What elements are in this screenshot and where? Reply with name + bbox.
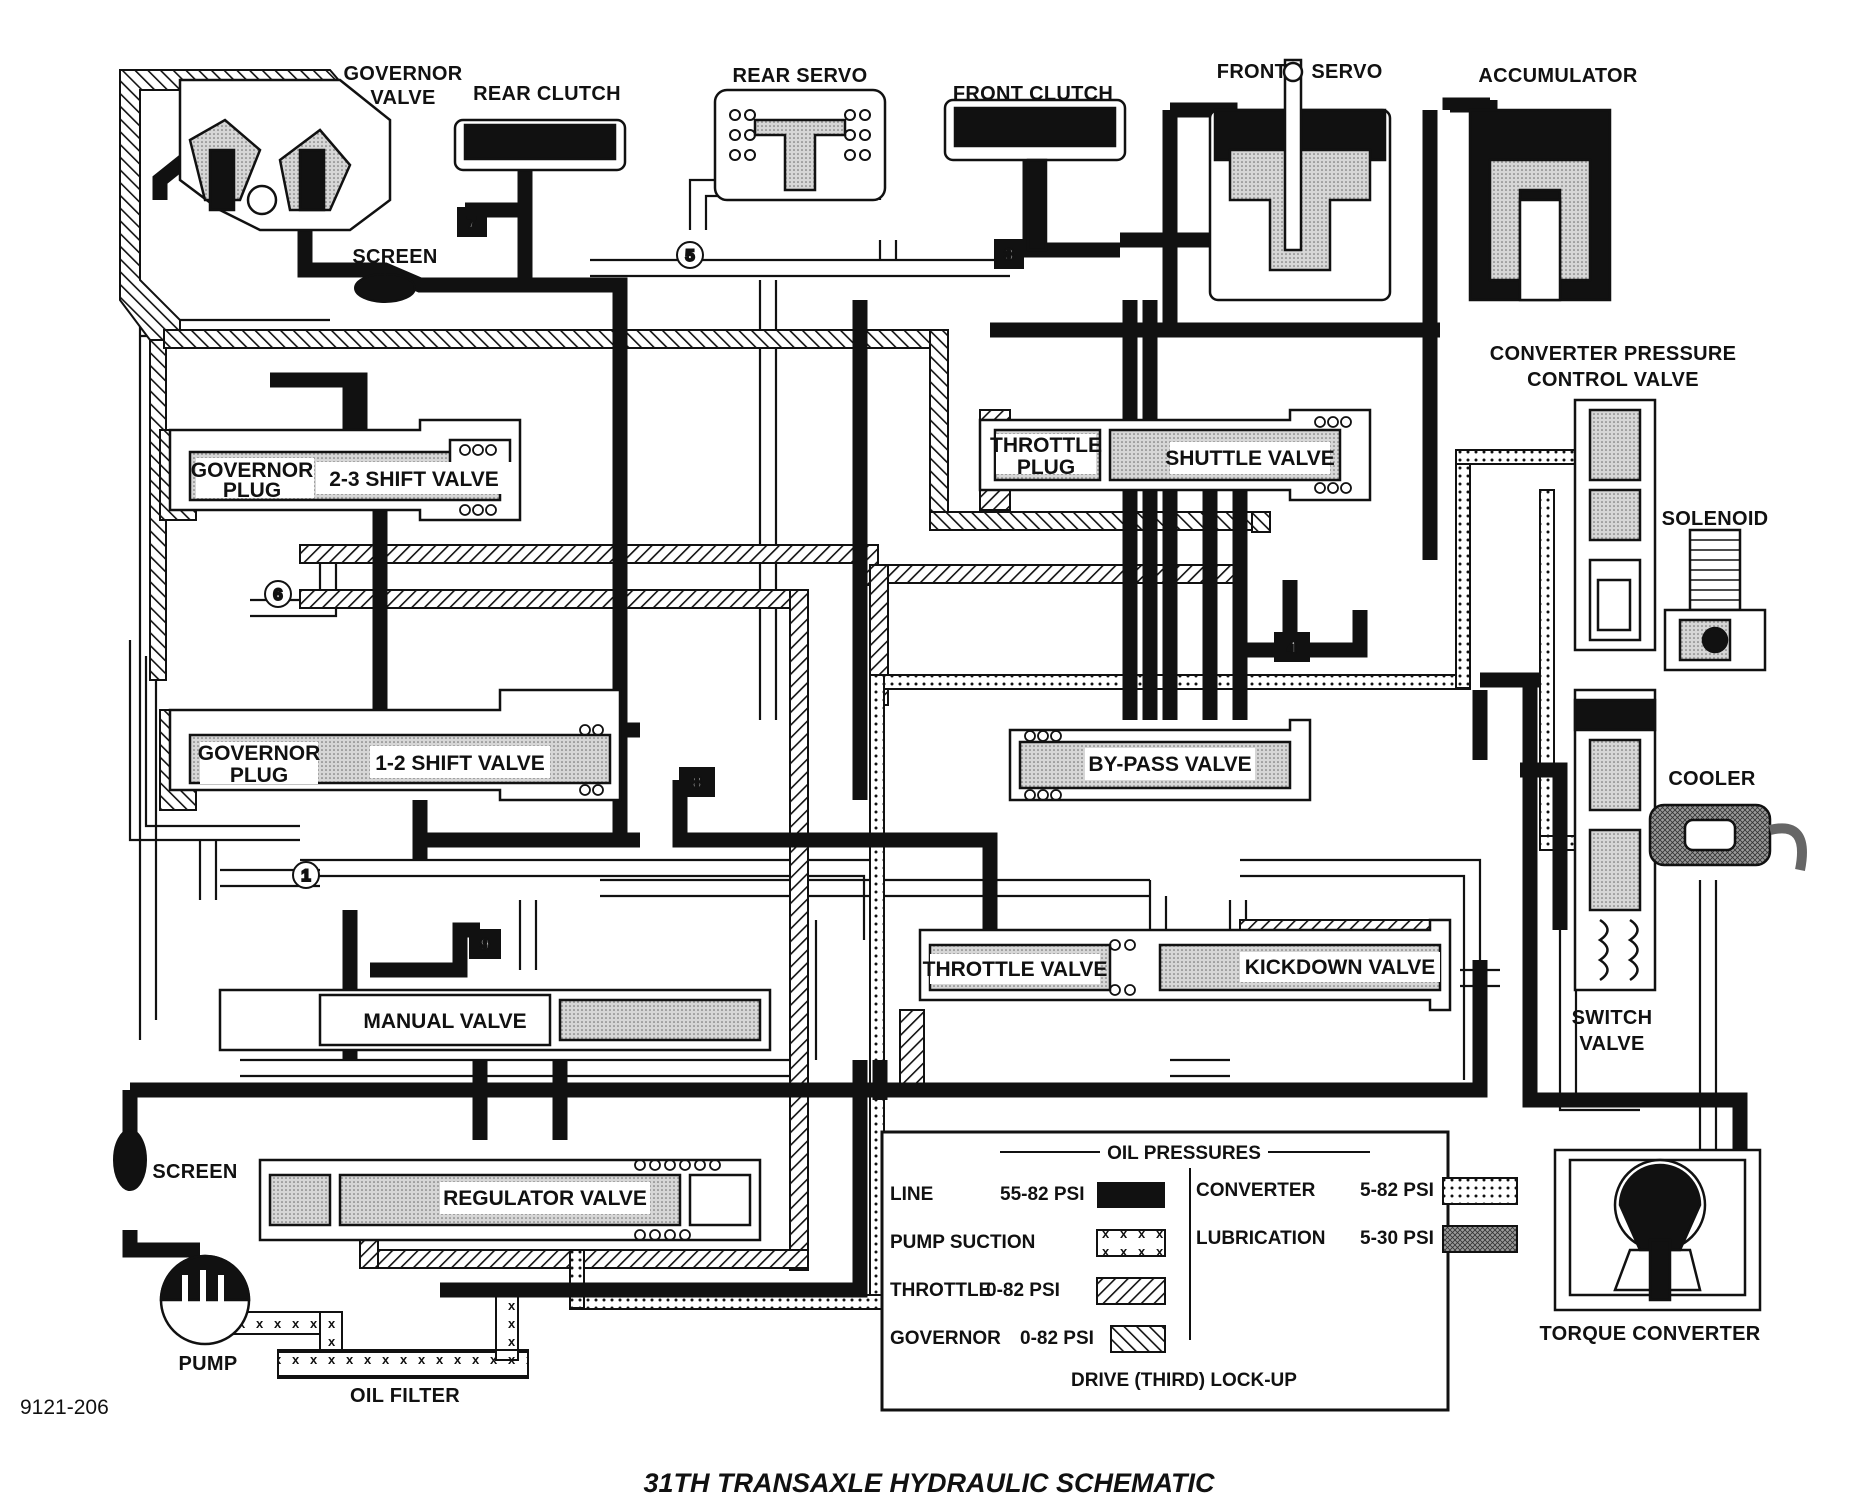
check-ball-8: 8 <box>679 767 715 797</box>
svg-text:0-82 PSI: 0-82 PSI <box>986 1280 1060 1301</box>
svg-text:6: 6 <box>273 585 282 604</box>
front-servo-label-a: FRONT <box>1217 61 1287 83</box>
accumulator <box>1468 108 1612 302</box>
legend-line: LINE 55-82 PSI <box>890 1182 1165 1208</box>
svg-text:PUMP SUCTION: PUMP SUCTION <box>890 1232 1035 1253</box>
oil-filter-label: OIL FILTER <box>350 1385 460 1407</box>
legend-converter: CONVERTER 5-82 PSI <box>1196 1180 1434 1201</box>
screen-lower-label: SCREEN <box>152 1161 237 1183</box>
solenoid-label: SOLENOID <box>1662 508 1769 530</box>
shuttle-valve-label: SHUTTLE VALVE <box>1165 447 1335 470</box>
svg-text:1: 1 <box>301 866 310 885</box>
manual-valve-label: MANUAL VALVE <box>363 1010 526 1033</box>
svg-text:55-82 PSI: 55-82 PSI <box>1000 1184 1085 1205</box>
svg-text:4: 4 <box>1287 638 1297 657</box>
regulator-valve-label: REGULATOR VALVE <box>443 1187 647 1210</box>
rear-servo-label: REAR SERVO <box>733 65 868 87</box>
cooler-label: COOLER <box>1668 768 1756 790</box>
svg-text:0-82 PSI: 0-82 PSI <box>1020 1328 1094 1349</box>
cooler <box>1648 803 1807 871</box>
screen-lower <box>113 1129 147 1191</box>
front-clutch <box>943 98 1127 252</box>
check-ball-5: 6 <box>264 580 292 608</box>
switch-valve <box>1573 688 1657 992</box>
svg-text:5-30 PSI: 5-30 PSI <box>1360 1228 1434 1249</box>
governor-valve <box>178 78 392 232</box>
rear-servo <box>713 88 887 202</box>
check-ball-4: 5 <box>676 241 704 269</box>
svg-text:CONVERTER: CONVERTER <box>1196 1180 1316 1201</box>
torque-converter-label: TORQUE CONVERTER <box>1539 1323 1760 1345</box>
svg-text:8: 8 <box>692 773 701 792</box>
torque-converter <box>1553 1148 1762 1312</box>
shift-valve-12-label: 1-2 SHIFT VALVE <box>375 752 545 775</box>
svg-text:7: 7 <box>467 213 476 232</box>
check-ball-7: 7 <box>457 207 487 237</box>
legend-throttle: THROTTLE 0-82 PSI <box>890 1277 1166 1305</box>
solenoid <box>1663 528 1767 672</box>
svg-text:LINE: LINE <box>890 1184 933 1205</box>
svg-text:5-82 PSI: 5-82 PSI <box>1360 1180 1434 1201</box>
pump-label: PUMP <box>179 1353 238 1375</box>
svg-text:LUBRICATION: LUBRICATION <box>1196 1228 1325 1249</box>
check-ball-1: 1 <box>292 861 320 889</box>
rear-clutch <box>453 118 627 172</box>
check-balls: 7 5 3 6 4 8 1 9 <box>264 207 1310 959</box>
rear-clutch-label: REAR CLUTCH <box>473 83 621 105</box>
legend-converter-swatch-rect <box>1442 1177 1518 1205</box>
svg-text:9: 9 <box>480 935 489 954</box>
legend-mode-label: DRIVE (THIRD) LOCK-UP <box>1071 1370 1297 1391</box>
oil-pressure-legend: OIL PRESSURES LINE 55-82 PSI PUMP SUCTIO… <box>880 1130 1450 1412</box>
legend-lubrication-swatch-rect <box>1442 1225 1518 1253</box>
check-ball-3: 3 <box>994 239 1024 269</box>
accumulator-label: ACCUMULATOR <box>1478 65 1637 87</box>
svg-text:THROTTLE: THROTTLE <box>890 1280 991 1301</box>
manual-valve-body <box>218 988 772 1052</box>
front-servo-label-b: SERVO <box>1311 61 1382 83</box>
front-clutch-label: FRONT CLUTCH <box>953 83 1113 105</box>
pump-suction-passages <box>229 1289 529 1377</box>
screen-upper <box>354 273 416 303</box>
oil-filter <box>277 1349 529 1379</box>
legend-pump-suction: PUMP SUCTION <box>890 1229 1166 1257</box>
legend-governor: GOVERNOR 0-82 PSI <box>890 1325 1166 1353</box>
check-ball-9: 9 <box>469 929 501 959</box>
bypass-valve-label: BY-PASS VALVE <box>1088 753 1251 776</box>
pump <box>159 1254 251 1346</box>
figure-caption: 31TH TRANSAXLE HYDRAULIC SCHEMATIC <box>643 1468 1215 1498</box>
svg-text:3: 3 <box>1004 245 1013 264</box>
screen-upper-label: SCREEN <box>352 246 437 268</box>
kickdown-valve-label: KICKDOWN VALVE <box>1245 956 1436 979</box>
shift-valve-23-label: 2-3 SHIFT VALVE <box>329 468 499 491</box>
front-servo <box>1208 58 1392 302</box>
legend-lubrication: LUBRICATION 5-30 PSI <box>1196 1228 1434 1249</box>
svg-text:GOVERNOR: GOVERNOR <box>890 1328 1001 1349</box>
legend-title: OIL PRESSURES <box>1107 1143 1261 1164</box>
figure-id: 9121-206 <box>20 1396 109 1419</box>
svg-text:5: 5 <box>685 246 694 265</box>
throttle-valve-label: THROTTLE VALVE <box>923 958 1108 981</box>
check-ball-6: 4 <box>1274 632 1310 662</box>
converter-pressure-control-valve <box>1573 398 1657 652</box>
